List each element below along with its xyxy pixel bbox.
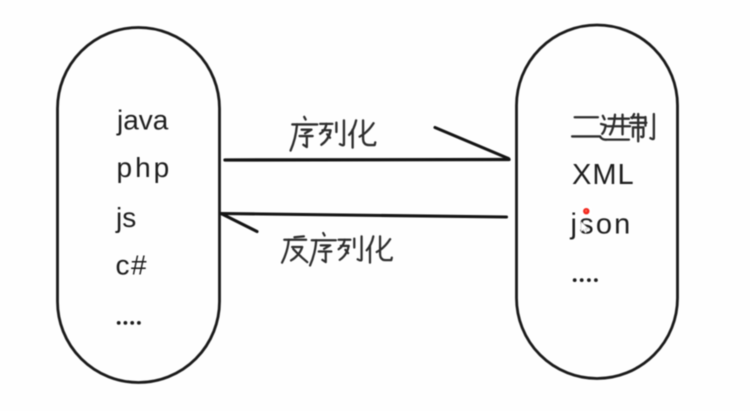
svg-text:json: json: [570, 209, 633, 241]
svg-text:java: java: [116, 104, 169, 135]
svg-text:php: php: [117, 152, 173, 183]
svg-text:js: js: [115, 202, 136, 233]
svg-text:XML: XML: [572, 159, 635, 191]
svg-text:c#: c#: [116, 249, 149, 280]
